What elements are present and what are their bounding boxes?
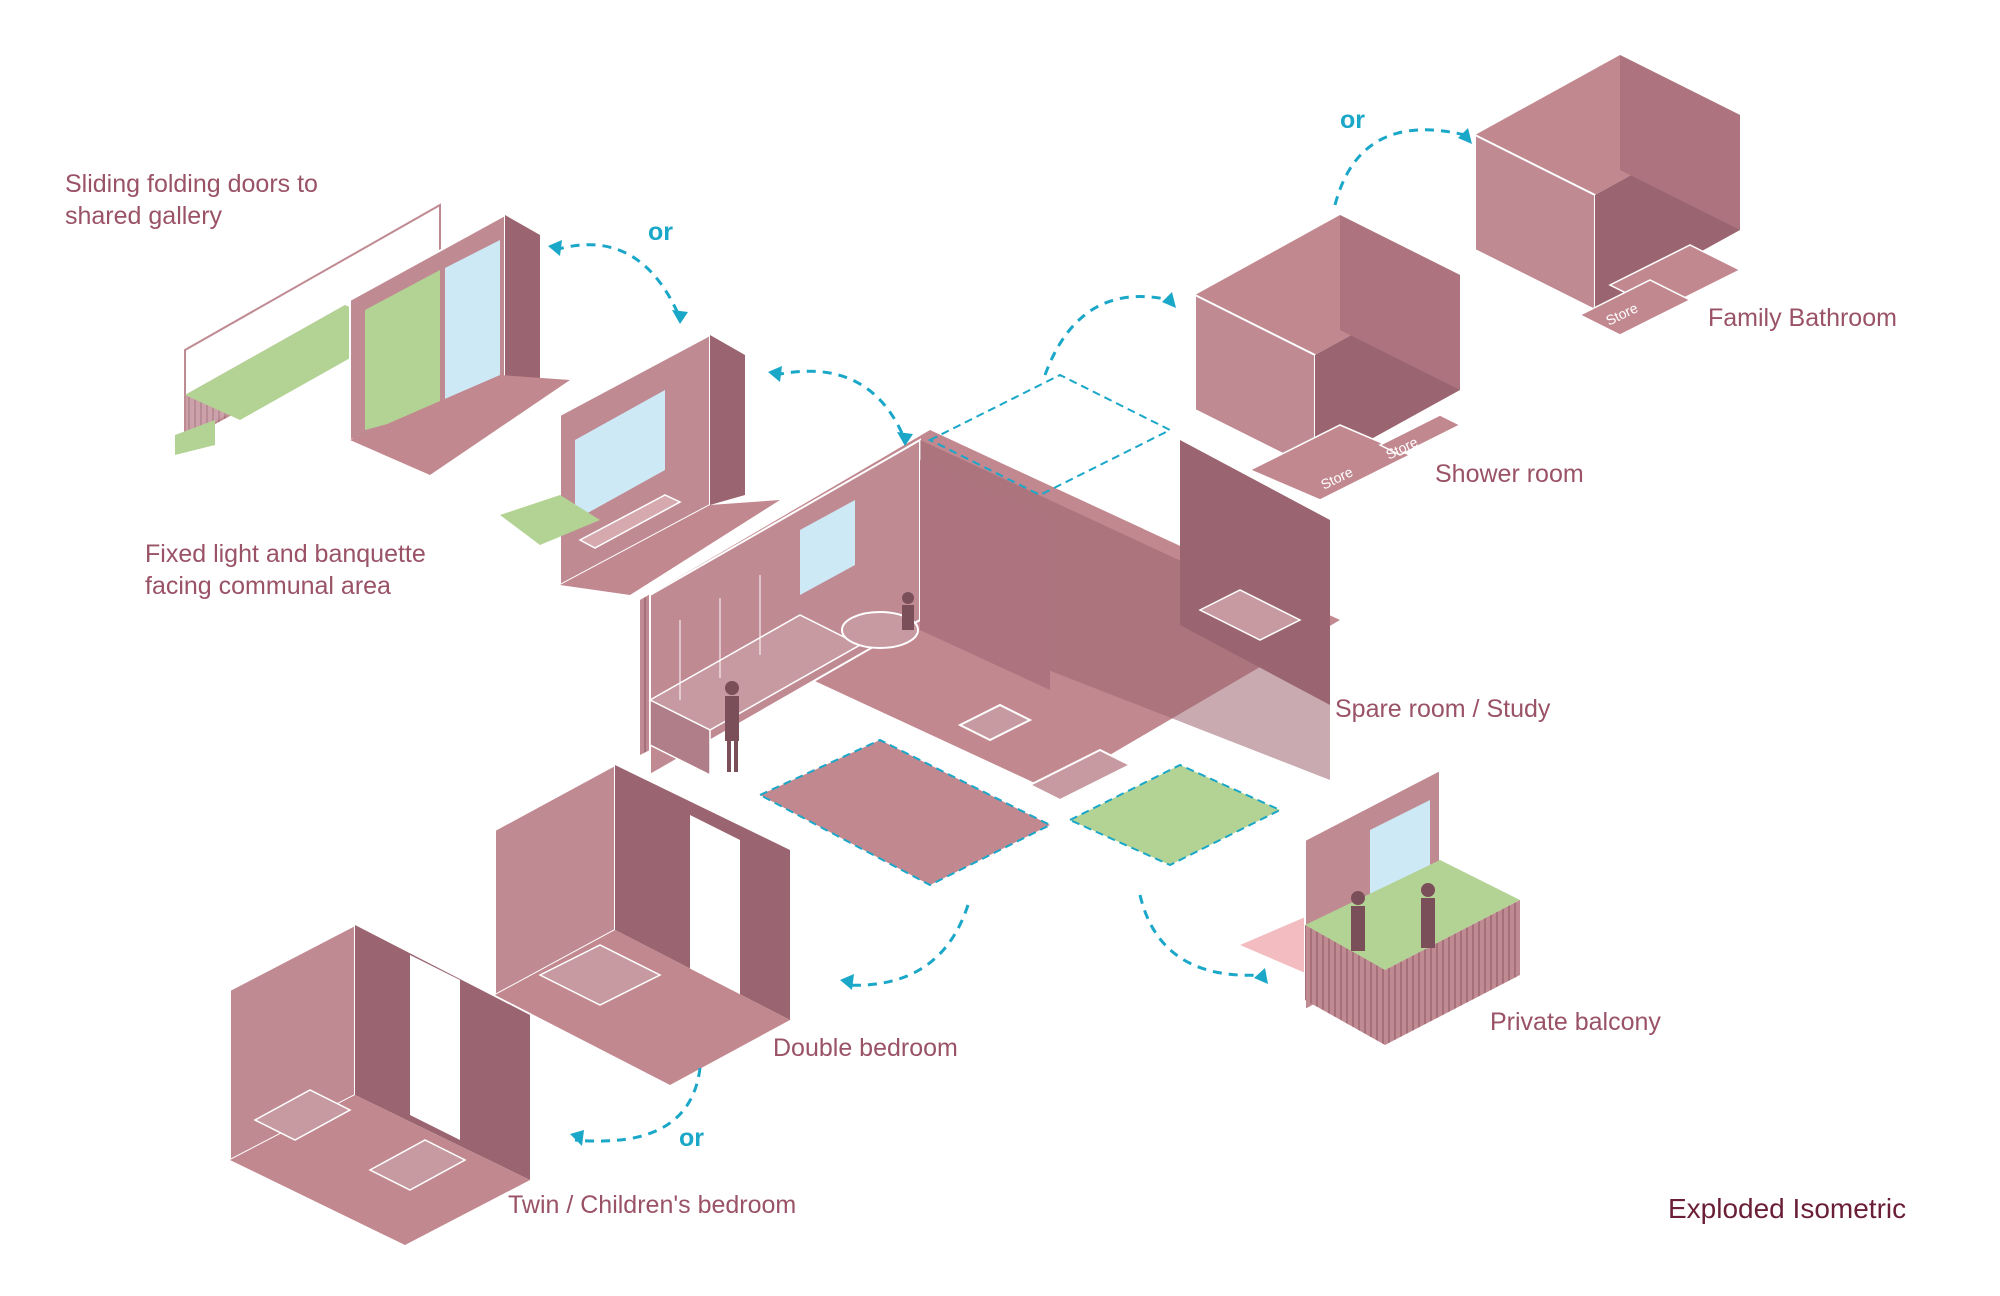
label-sliding-folding-doors-line1: Sliding folding doors to [65,170,318,198]
label-shower-room: Shower room [1435,460,1584,488]
label-twin-children-bedroom: Twin / Children's bedroom [508,1191,797,1219]
or-marker-bedroom: or [679,1124,704,1152]
twin-bedroom-module [229,923,530,1245]
dashed-connectors [554,128,1466,1143]
label-fixed-light-banquette: Fixed light and banquette facing communa… [145,538,426,602]
private-balcony-module [1240,768,1520,1045]
family-bathroom-module [1474,55,1742,336]
or-marker-doors: or [648,218,673,246]
label-double-bedroom: Double bedroom [773,1034,958,1062]
double-bedroom-module [494,763,790,1085]
label-spare-room-study: Spare room / Study [1335,695,1551,723]
sliding-doors-module [175,203,570,475]
label-fixed-light-line2: facing communal area [145,572,391,600]
or-marker-bathroom: or [1340,106,1365,134]
label-private-balcony: Private balcony [1490,1008,1661,1036]
main-living-space [640,373,1340,887]
label-sliding-folding-doors: Sliding folding doors to shared gallery [65,168,318,232]
label-sliding-folding-doors-line2: shared gallery [65,202,223,230]
diagram-title: Exploded Isometric [1668,1193,1907,1224]
label-fixed-light-line1: Fixed light and banquette [145,540,426,568]
fixed-light-module [500,333,780,595]
connector-arrowheads [548,128,1472,1146]
shower-room-module [1194,215,1462,501]
label-family-bathroom: Family Bathroom [1708,304,1897,332]
